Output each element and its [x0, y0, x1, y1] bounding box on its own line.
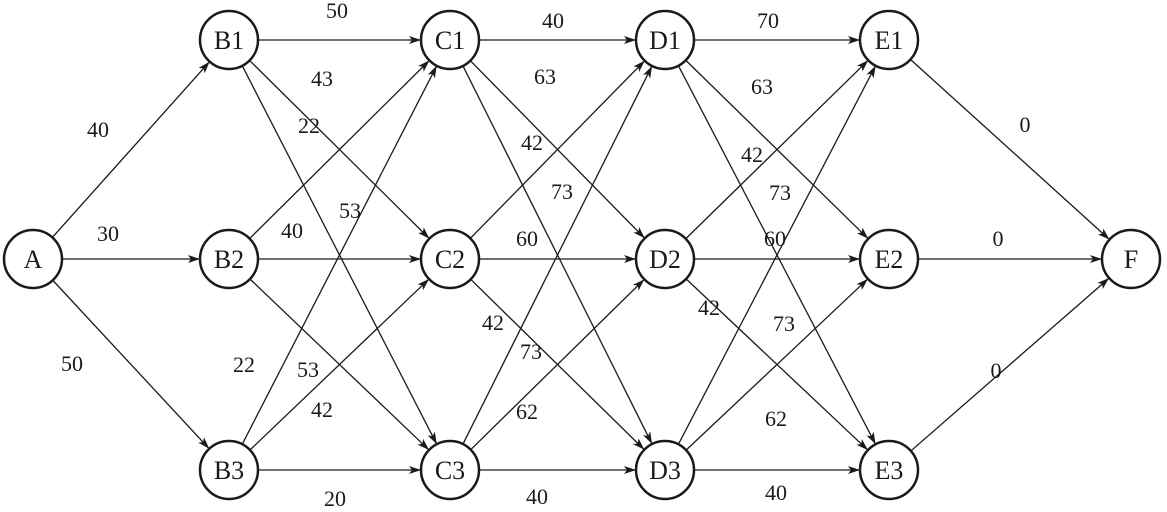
- edge-weight-d1-e1: 70: [757, 8, 779, 33]
- node-c1: C1: [419, 9, 481, 71]
- node-d3: D3: [634, 439, 696, 501]
- edge-weight-c1-d2: 63: [534, 64, 556, 89]
- node-circle-b3: [198, 439, 260, 501]
- edge-weight-b3-c1: 53: [297, 357, 319, 382]
- node-circle-e1: [858, 9, 920, 71]
- node-label-c2: C2: [435, 245, 465, 274]
- node-b1: B1: [198, 9, 260, 71]
- edge-e3-f: [910, 278, 1110, 452]
- edge-weight-b2-c1: 53: [339, 198, 361, 223]
- edge-weight-d3-e3: 40: [765, 480, 787, 505]
- edge-weight-c1-d1: 40: [542, 8, 564, 33]
- edge-weight-e3-f: 0: [991, 358, 1002, 383]
- edge-c2-d1: [469, 60, 645, 239]
- edge-weight-c3-d3: 40: [526, 484, 548, 509]
- node-label-b1: B1: [214, 26, 244, 55]
- node-label-d1: D1: [649, 26, 681, 55]
- edge-d3-e1: [677, 65, 876, 445]
- node-a: A: [2, 228, 64, 290]
- node-label-c1: C1: [435, 26, 465, 55]
- edge-d2-e1: [685, 60, 869, 240]
- node-e3: E3: [858, 439, 920, 501]
- edge-weight-b3-c2: 42: [311, 397, 333, 422]
- node-circle-d1: [634, 9, 696, 71]
- edge-weight-d2-e2: 60: [764, 226, 786, 251]
- edge-c3-d2: [470, 279, 645, 451]
- edge-weight-a-b2: 30: [97, 221, 119, 246]
- node-label-d3: D3: [649, 456, 681, 485]
- node-circle-e3: [858, 439, 920, 501]
- node-label-b2: B2: [214, 245, 244, 274]
- edge-d3-e2: [685, 278, 868, 451]
- node-b2: B2: [198, 228, 260, 290]
- node-c2: C2: [419, 228, 481, 290]
- edge-a-b1: [51, 61, 210, 238]
- node-label-d2: D2: [649, 245, 681, 274]
- edge-weight-b1-c1: 50: [326, 0, 348, 23]
- edge-weight-d2-e3: 42: [698, 295, 720, 320]
- node-c3: C3: [419, 439, 481, 501]
- edge-e1-f: [910, 58, 1110, 240]
- edge-weight-c2-d3: 42: [482, 310, 504, 335]
- edge-b3-c1: [241, 65, 437, 445]
- node-circle-c1: [419, 9, 481, 71]
- node-label-b3: B3: [214, 456, 244, 485]
- edge-weight-b3-c3: 20: [324, 486, 346, 511]
- edge-weight-b2-c3: 22: [233, 352, 255, 377]
- node-circle-d2: [634, 228, 696, 290]
- edge-weight-c3-d2: 62: [516, 399, 538, 424]
- edge-c3-d1: [462, 65, 653, 445]
- edge-weight-c2-d2: 60: [516, 226, 538, 251]
- edge-weight-d2-e1: 73: [769, 180, 791, 205]
- node-label-f: F: [1124, 245, 1138, 274]
- node-e2: E2: [858, 228, 920, 290]
- node-circle-d3: [634, 439, 696, 501]
- edge-weight-e2-f: 0: [993, 226, 1004, 251]
- node-circle-e2: [858, 228, 920, 290]
- edge-a-b3: [52, 279, 210, 449]
- edge-weight-e1-f: 0: [1020, 112, 1031, 137]
- node-label-e1: E1: [875, 26, 904, 55]
- node-circle-b2: [198, 228, 260, 290]
- node-circle-c3: [419, 439, 481, 501]
- node-circle-c2: [419, 228, 481, 290]
- edge-b2-c1: [249, 60, 430, 240]
- edge-b3-c2: [249, 279, 430, 451]
- node-label-e2: E2: [875, 245, 904, 274]
- node-label-e3: E3: [875, 456, 904, 485]
- node-circle-b1: [198, 9, 260, 71]
- edge-weight-b1-c3: 22: [298, 113, 320, 138]
- edge-weight-c1-d3: 42: [521, 130, 543, 155]
- edge-weight-b1-c2: 43: [311, 66, 333, 91]
- edge-weight-c3-d1: 73: [520, 339, 542, 364]
- node-label-a: A: [24, 245, 43, 274]
- edge-layer: [51, 36, 1110, 474]
- edge-weight-c2-d1: 73: [551, 179, 573, 204]
- node-f: F: [1100, 228, 1162, 290]
- edge-weight-d1-e2: 63: [751, 74, 773, 99]
- node-e1: E1: [858, 9, 920, 71]
- node-d1: D1: [634, 9, 696, 71]
- edge-weight-d3-e1: 73: [773, 311, 795, 336]
- edge-weight-d1-e3: 42: [741, 142, 763, 167]
- node-circle-f: [1100, 228, 1162, 290]
- node-circle-a: [2, 228, 64, 290]
- node-b3: B3: [198, 439, 260, 501]
- edge-weight-a-b1: 40: [87, 117, 109, 142]
- edge-weight-d3-e2: 62: [765, 406, 787, 431]
- edge-weight-b2-c2: 40: [281, 218, 303, 243]
- node-d2: D2: [634, 228, 696, 290]
- edge-weight-a-b3: 50: [61, 351, 83, 376]
- node-label-c3: C3: [435, 456, 465, 485]
